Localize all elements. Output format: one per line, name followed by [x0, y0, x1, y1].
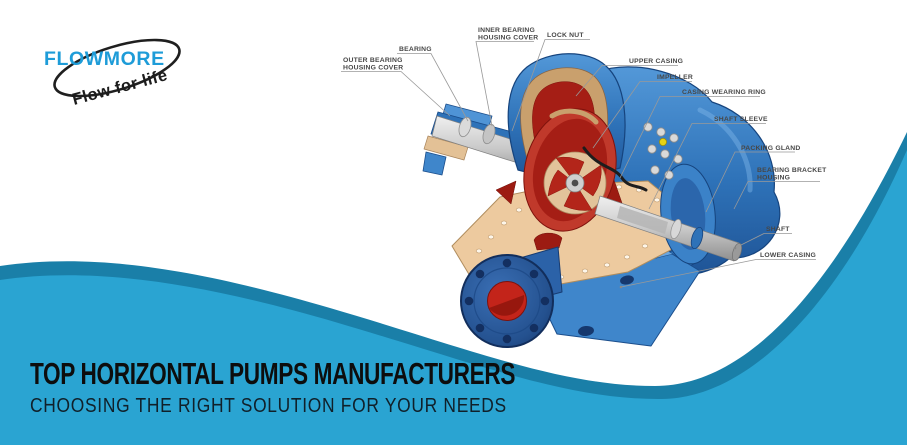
label-packing-gland: PACKING GLAND — [741, 145, 801, 152]
casing-bolts — [643, 122, 683, 180]
packing-gland-part — [690, 226, 704, 250]
impeller-part — [523, 108, 617, 232]
leader-dot — [733, 246, 737, 250]
leader-impeller — [592, 81, 692, 149]
leader-dot — [619, 285, 623, 289]
label-impeller: IMPELLER — [657, 74, 693, 81]
label-shaft-sleeve: SHAFT SLEEVE — [714, 116, 768, 123]
pump-cutaway-illustration — [422, 53, 781, 348]
leader-inner-bearing-housing-cover — [475, 41, 534, 127]
logo-swoosh-icon — [53, 38, 181, 98]
suction-flange-ring — [473, 267, 541, 335]
gauge-tube — [582, 146, 648, 192]
page-subtitle: CHOOSING THE RIGHT SOLUTION FOR YOUR NEE… — [30, 395, 507, 417]
leader-upper-casing — [575, 65, 678, 97]
part-callouts: OUTER BEARING HOUSING COVER BEARING INNE… — [341, 27, 827, 289]
label-inner-bearing-housing-cover: INNER BEARING — [478, 27, 535, 34]
grease-plug — [659, 137, 668, 146]
label-lock-nut: LOCK NUT — [547, 32, 584, 39]
wave-light-fill — [0, 150, 907, 445]
label-outer-bearing-housing-cover-2: HOUSING COVER — [343, 65, 403, 72]
leader-bearing — [397, 53, 469, 122]
bearing-ring — [458, 116, 472, 138]
leader-shaft-sleeve — [648, 123, 766, 210]
base-hole — [578, 325, 594, 337]
label-bearing-bracket-housing: BEARING BRACKET — [757, 167, 827, 174]
label-outer-bearing-housing-cover: OUTER BEARING — [343, 57, 403, 64]
leader-lock-nut — [511, 39, 590, 132]
leader-casing-wearing-ring — [619, 96, 760, 179]
page-title: TOP HORIZONTAL PUMPS MANUFACTURERS — [30, 356, 516, 391]
shaft-sleeve-part — [617, 206, 668, 234]
leader-lines — [341, 39, 820, 289]
suction-flange-holes — [464, 258, 550, 344]
left-support-foot — [422, 151, 447, 176]
label-shaft: SHAFT — [766, 226, 790, 233]
casing-highlight — [697, 107, 753, 193]
logo-wordmark: FLOWMORE — [44, 48, 165, 70]
suction-opening-shade — [489, 295, 525, 316]
leader-lower-casing — [620, 259, 816, 288]
label-bearing: BEARING — [399, 46, 432, 53]
label-casing-wearing-ring: CASING WEARING RING — [682, 89, 766, 96]
shaft-ring — [670, 218, 682, 240]
label-lower-casing: LOWER CASING — [760, 252, 816, 259]
leader-shaft — [734, 233, 792, 249]
base-hole — [620, 275, 634, 285]
label-inner-bearing-housing-cover-2: HOUSING COVER — [478, 35, 538, 42]
label-bearing-bracket-housing-2: HOUSING — [757, 175, 790, 182]
flowmore-logo: FLOWMORE Flow for life — [44, 38, 181, 109]
logo-tagline: Flow for life — [70, 66, 169, 109]
leader-bearing-bracket-housing — [733, 181, 820, 210]
leader-outer-bearing-housing-cover — [341, 71, 451, 117]
leader-packing-gland — [705, 151, 795, 213]
label-upper-casing: UPPER CASING — [629, 58, 683, 65]
